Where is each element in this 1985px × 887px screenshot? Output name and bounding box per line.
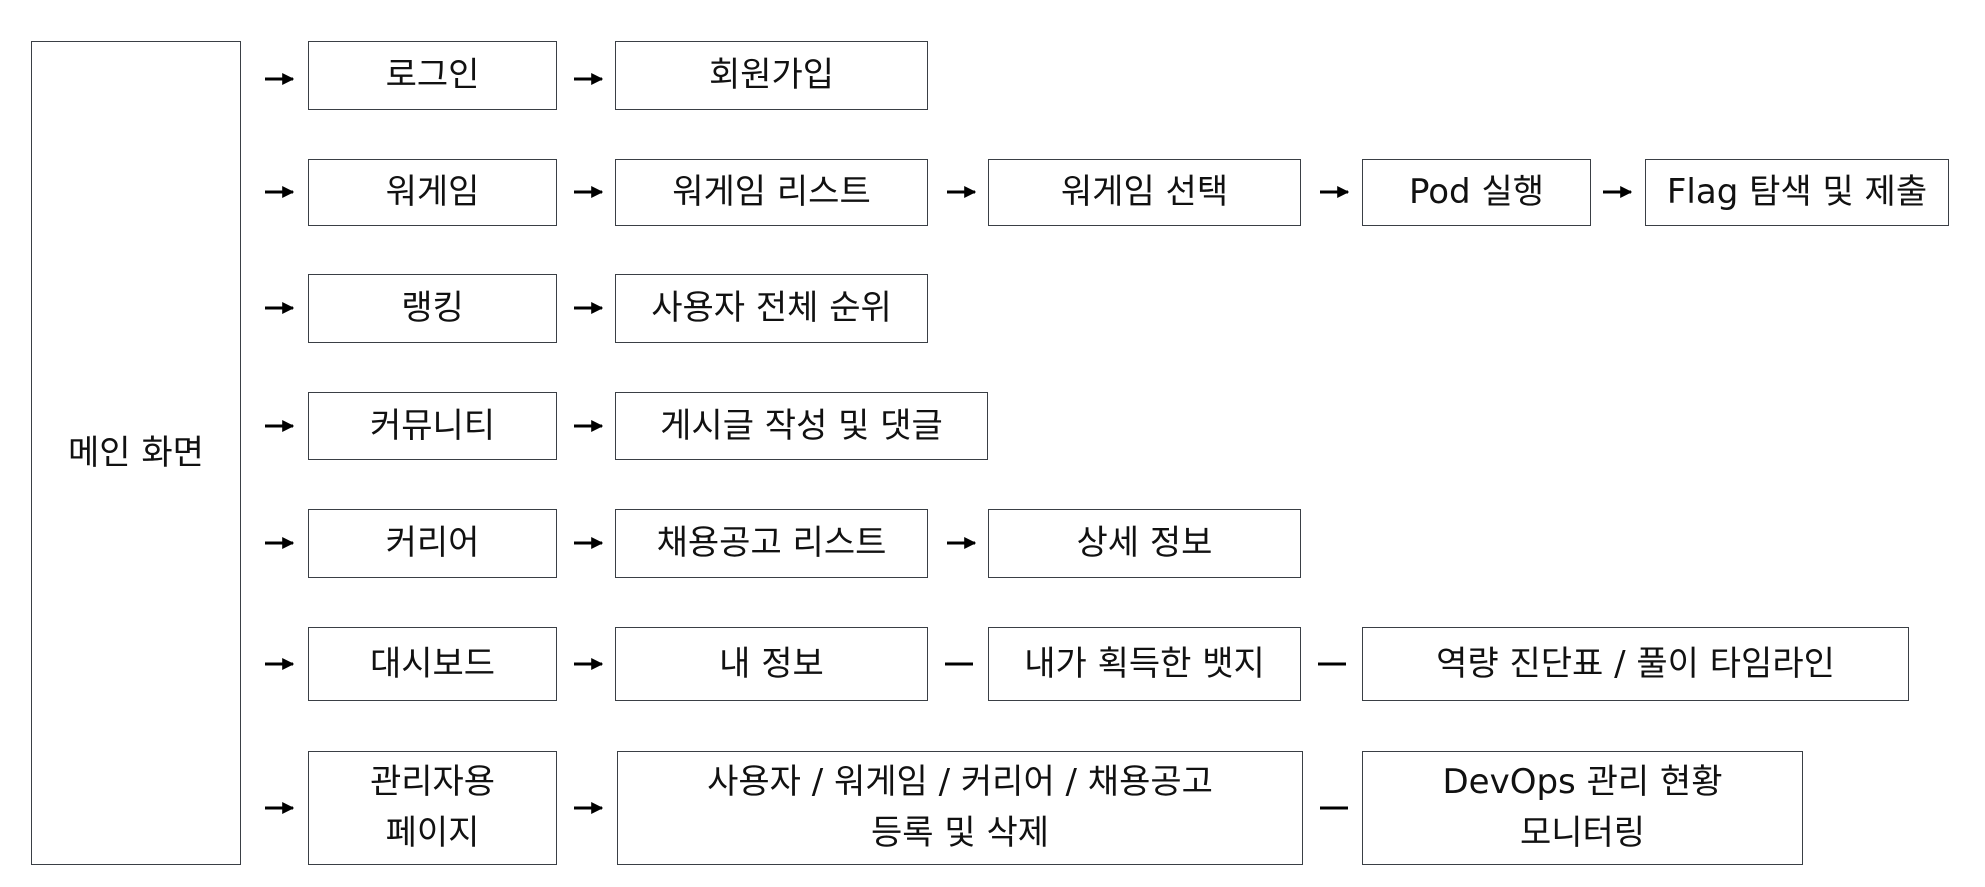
community-box: 커뮤니티 (308, 392, 557, 460)
user-ranking-label: 사용자 전체 순위 (651, 288, 892, 328)
admin-page-label-line2: 페이지 (385, 813, 480, 853)
skill-timeline-label: 역량 진단표 / 풀이 타임라인 (1436, 643, 1835, 684)
my-info-box: 내 정보 (615, 627, 928, 701)
ranking-label: 랭킹 (401, 288, 464, 328)
pod-run-box: Pod 실행 (1362, 159, 1591, 226)
dashboard-box: 대시보드 (308, 627, 557, 701)
flag-submit-label: Flag 탐색 및 제출 (1666, 172, 1928, 212)
main-screen-box: 메인 화면 (31, 41, 241, 865)
post-comment-box: 게시글 작성 및 댓글 (615, 392, 988, 460)
admin-page-box: 관리자용 페이지 (308, 751, 557, 865)
login-label: 로그인 (385, 55, 480, 95)
admin-page-label-line1: 관리자용 (369, 762, 496, 802)
signup-label: 회원가입 (708, 55, 835, 95)
wargame-select-label: 워게임 선택 (1060, 172, 1229, 212)
admin-manage-box: 사용자 / 워게임 / 커리어 / 채용공고 등록 및 삭제 (617, 751, 1303, 865)
job-list-label: 채용공고 리스트 (656, 523, 887, 563)
signup-box: 회원가입 (615, 41, 928, 110)
wargame-box: 워게임 (308, 159, 557, 226)
career-label: 커리어 (385, 523, 480, 563)
user-ranking-box: 사용자 전체 순위 (615, 274, 928, 343)
devops-monitor-label-line2: 모니터링 (1519, 813, 1646, 853)
dashboard-label: 대시보드 (369, 643, 496, 684)
main-screen-label: 메인 화면 (68, 432, 204, 473)
devops-monitor-box: DevOps 관리 현황 모니터링 (1362, 751, 1803, 865)
admin-manage-label-line2: 등록 및 삭제 (870, 813, 1049, 853)
job-detail-label: 상세 정보 (1076, 523, 1213, 563)
my-badges-box: 내가 획득한 뱃지 (988, 627, 1301, 701)
ranking-box: 랭킹 (308, 274, 557, 343)
my-badges-label: 내가 획득한 뱃지 (1024, 643, 1265, 684)
job-detail-box: 상세 정보 (988, 509, 1301, 578)
wargame-select-box: 워게임 선택 (988, 159, 1301, 226)
job-list-box: 채용공고 리스트 (615, 509, 928, 578)
community-label: 커뮤니티 (369, 405, 496, 446)
login-box: 로그인 (308, 41, 557, 110)
devops-monitor-label-line1: DevOps 관리 현황 (1442, 762, 1723, 802)
pod-run-label: Pod 실행 (1408, 172, 1545, 212)
wargame-list-label: 워게임 리스트 (672, 172, 871, 212)
flag-submit-box: Flag 탐색 및 제출 (1645, 159, 1949, 226)
wargame-label: 워게임 (385, 172, 480, 212)
skill-timeline-box: 역량 진단표 / 풀이 타임라인 (1362, 627, 1909, 701)
wargame-list-box: 워게임 리스트 (615, 159, 928, 226)
post-comment-label: 게시글 작성 및 댓글 (660, 405, 943, 446)
admin-manage-label-line1: 사용자 / 워게임 / 커리어 / 채용공고 (707, 762, 1213, 802)
my-info-label: 내 정보 (719, 643, 824, 684)
career-box: 커리어 (308, 509, 557, 578)
